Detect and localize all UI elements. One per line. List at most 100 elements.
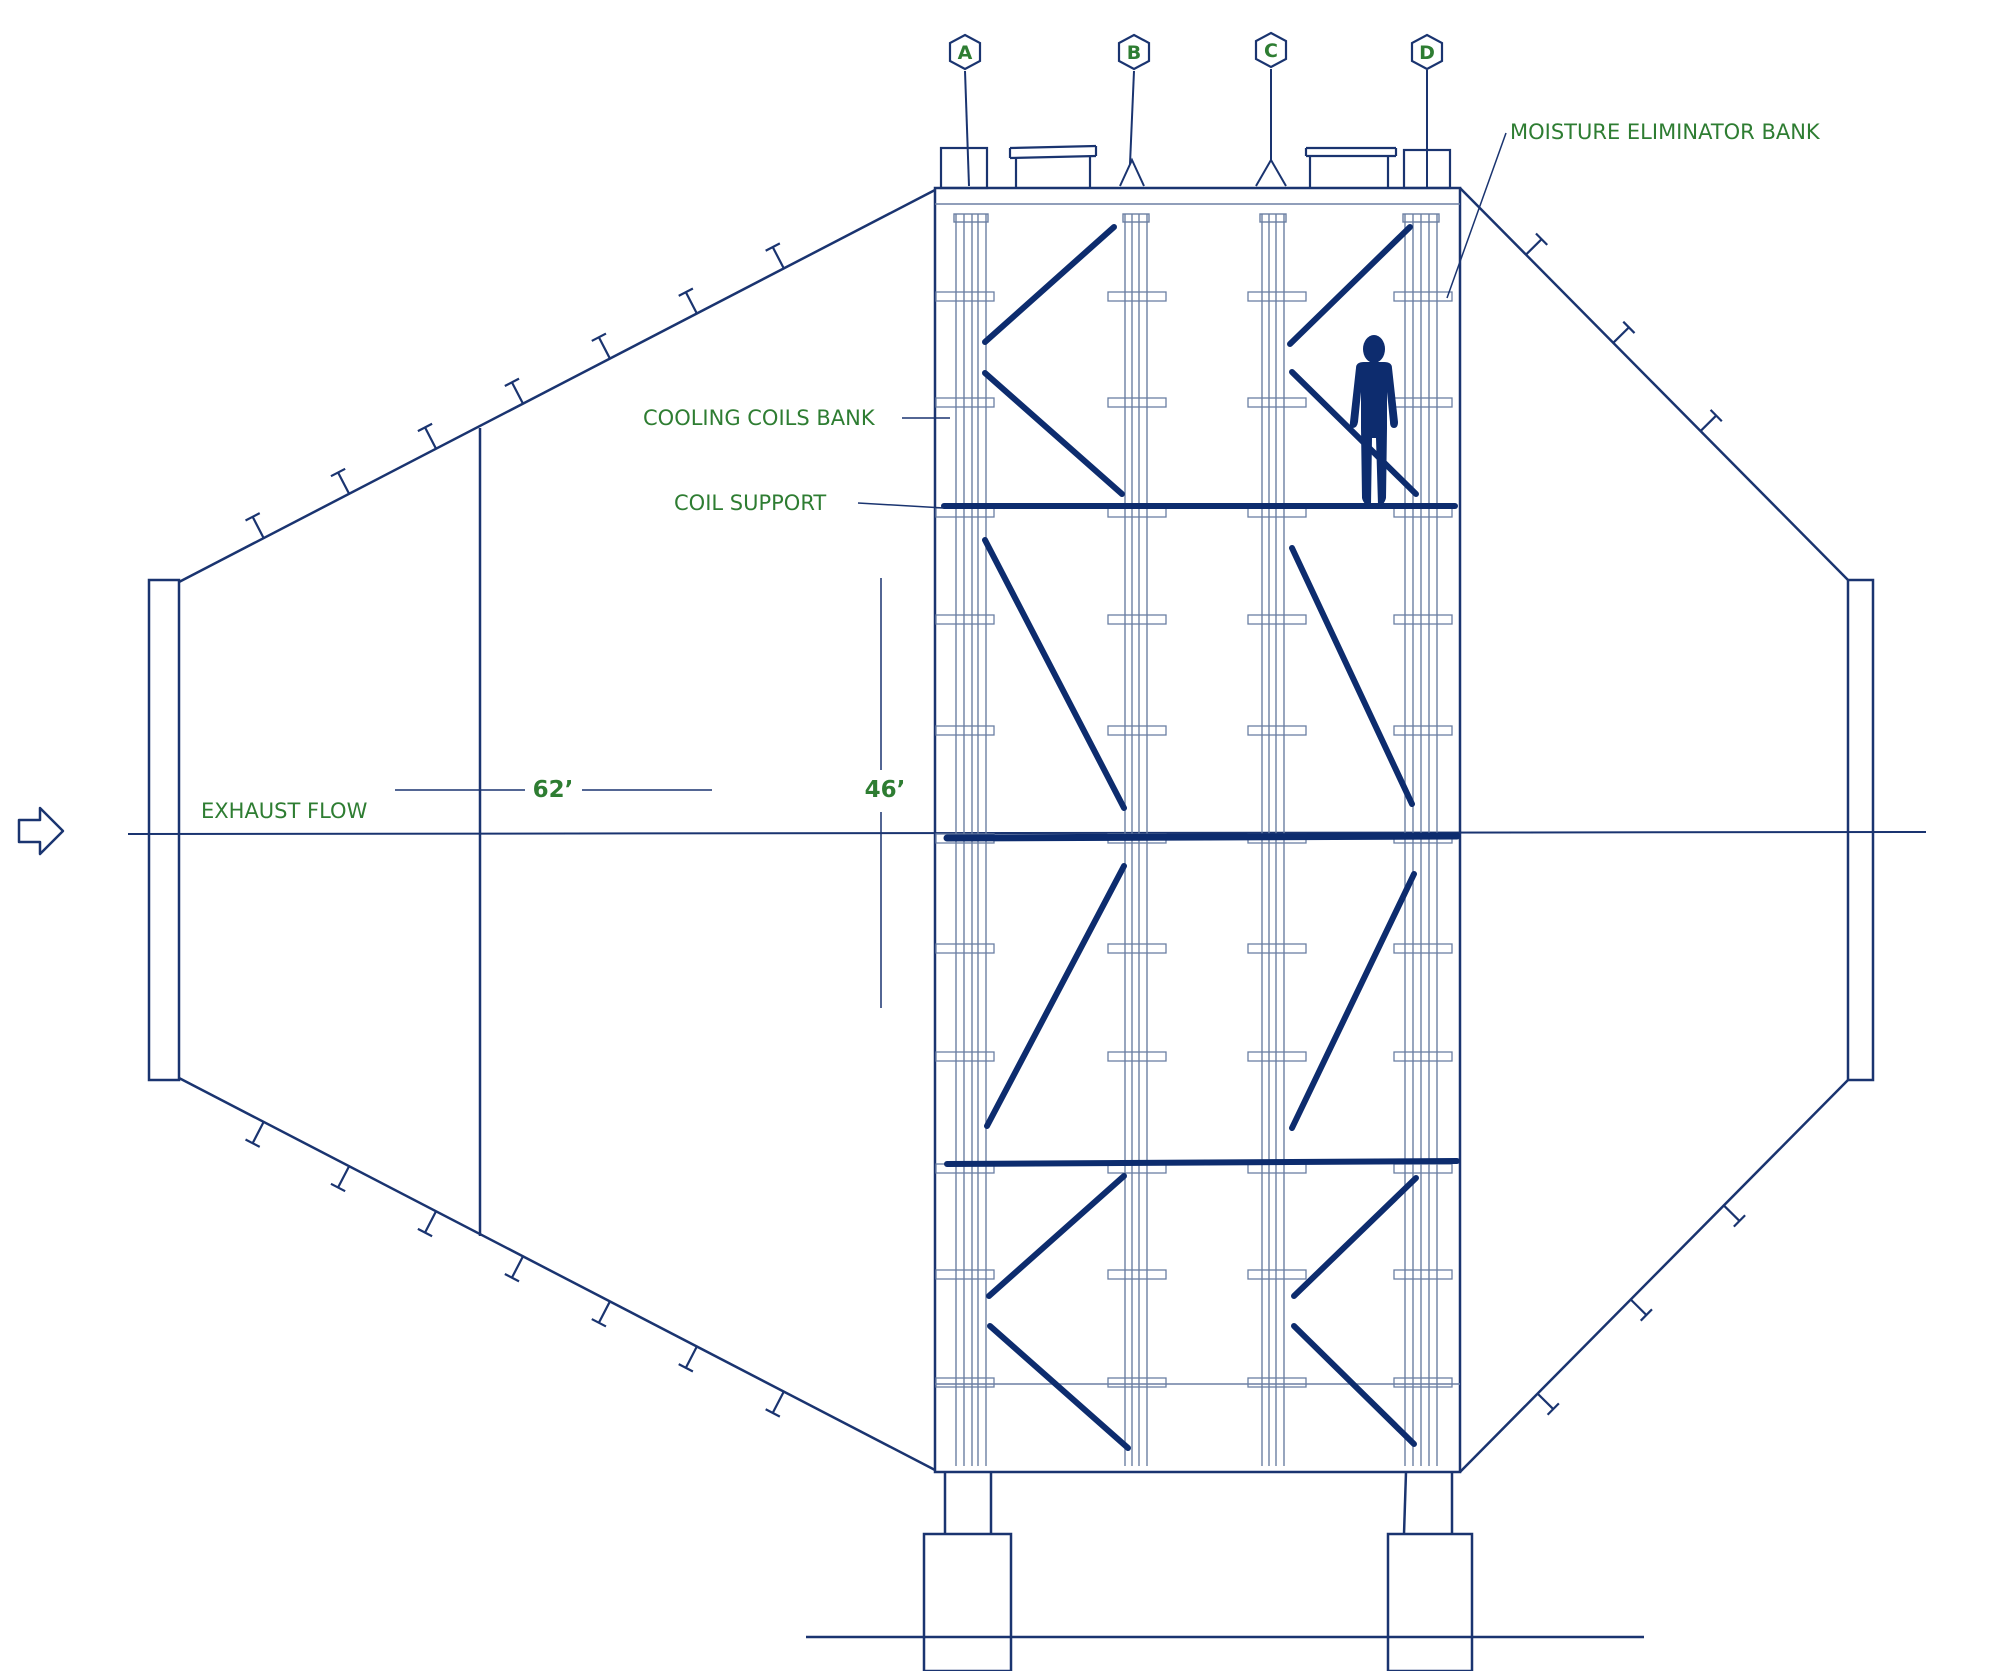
leader-coil-support bbox=[857, 502, 945, 509]
stiffener-cap bbox=[245, 512, 261, 522]
stiffener bbox=[684, 1346, 698, 1369]
coil-housing bbox=[933, 186, 1462, 1474]
stiffener bbox=[1536, 1392, 1555, 1410]
coil-column-cap bbox=[953, 213, 989, 223]
coil-diagonal bbox=[1289, 545, 1415, 807]
grid-marker-a: A bbox=[948, 33, 982, 71]
coil-clip bbox=[935, 614, 995, 625]
stiffener-cap bbox=[678, 1363, 694, 1373]
coil-clip bbox=[935, 1269, 995, 1280]
coil-diagonal bbox=[1291, 1323, 1417, 1447]
label-moisture-eliminator-bank: MOISTURE ELIMINATOR BANK bbox=[1510, 120, 1821, 144]
leader-moisture-eliminator bbox=[1446, 132, 1507, 299]
coil-clip bbox=[1107, 1269, 1167, 1280]
svg-text:A: A bbox=[958, 42, 973, 64]
coil-clip bbox=[935, 943, 995, 954]
coil-support-beam bbox=[943, 832, 1461, 842]
top-nozzle-left bbox=[1008, 144, 1098, 188]
stiffener bbox=[510, 381, 524, 405]
coil-clip bbox=[935, 397, 995, 408]
label-exhaust-flow: EXHAUST FLOW bbox=[201, 799, 368, 823]
svg-text:B: B bbox=[1127, 42, 1141, 64]
coil-support-beams bbox=[941, 503, 1461, 1167]
stiffener-cap bbox=[1546, 1402, 1560, 1416]
stiffener bbox=[1525, 238, 1543, 256]
coil-clip bbox=[935, 725, 995, 736]
coil-clip bbox=[935, 291, 995, 302]
grid-markers: A B C D bbox=[948, 31, 1444, 71]
coil-column-cap bbox=[1122, 213, 1150, 223]
leader-lines bbox=[857, 132, 1507, 509]
support-legs bbox=[922, 1471, 1474, 1673]
stiffener-cap bbox=[591, 332, 607, 342]
stiffener bbox=[1612, 326, 1630, 344]
grid-marker-c: C bbox=[1254, 31, 1288, 69]
grid-marker-b: B bbox=[1117, 33, 1151, 71]
coil-clip bbox=[1107, 397, 1167, 408]
coil-clip bbox=[1393, 507, 1453, 518]
coil-column-cap bbox=[1259, 213, 1287, 223]
coil-diagonal bbox=[982, 537, 1127, 811]
coil-clip bbox=[1393, 397, 1453, 408]
stiffener bbox=[1629, 1298, 1648, 1316]
stiffener-cap bbox=[504, 377, 520, 387]
coil-clip bbox=[1247, 397, 1307, 408]
stiffener bbox=[771, 246, 785, 269]
stiffener bbox=[1723, 1204, 1741, 1222]
stiffener-cap bbox=[504, 1273, 520, 1283]
top-nozzle-right bbox=[1304, 146, 1398, 188]
label-cooling-coils-bank: COOLING COILS BANK bbox=[643, 406, 876, 430]
coil-clip bbox=[1393, 943, 1453, 954]
coil-clip bbox=[935, 1377, 995, 1388]
stiffener-cap bbox=[417, 1227, 433, 1238]
person-icon bbox=[1349, 335, 1398, 506]
grid-marker-lines bbox=[964, 69, 1428, 188]
coil-clip bbox=[1393, 725, 1453, 736]
coil-clip bbox=[1107, 507, 1167, 518]
stiffener-cap bbox=[417, 422, 433, 433]
svg-text:D: D bbox=[1419, 42, 1435, 64]
coil-clip bbox=[1247, 291, 1307, 302]
stiffener-cap bbox=[591, 1318, 607, 1328]
stiffener-cap bbox=[1709, 409, 1723, 423]
coil-support-beam bbox=[944, 1158, 1460, 1167]
right-arrow-icon bbox=[17, 806, 65, 856]
outlet-transition-duct bbox=[1459, 187, 1875, 1473]
support-leg-left bbox=[922, 1472, 1013, 1673]
coil-clip bbox=[1393, 291, 1453, 302]
center-line bbox=[127, 831, 1927, 835]
stiffener bbox=[597, 1300, 611, 1324]
coil-clip bbox=[1393, 1377, 1453, 1388]
coil-diagonal bbox=[987, 1323, 1131, 1451]
coil-diagonal bbox=[986, 1173, 1127, 1299]
label-coil-support: COIL SUPPORT bbox=[674, 491, 826, 515]
coil-diagonal bbox=[982, 370, 1125, 497]
coil-clip bbox=[1247, 725, 1307, 736]
coil-diagonal bbox=[1291, 1175, 1419, 1299]
stiffener bbox=[251, 1121, 265, 1144]
coil-clip bbox=[1393, 614, 1453, 625]
coil-diagonals bbox=[982, 224, 1419, 1451]
coil-clip bbox=[1247, 614, 1307, 625]
coil-clip bbox=[1247, 1163, 1307, 1174]
coil-diagonal bbox=[1289, 871, 1417, 1131]
coil-clip bbox=[1393, 1051, 1453, 1062]
dimension-height: 46’ bbox=[865, 777, 906, 803]
coil-clip bbox=[1393, 1269, 1453, 1280]
support-leg-right bbox=[1386, 1471, 1474, 1673]
outlet-flange bbox=[1846, 578, 1875, 1082]
stiffener bbox=[771, 1391, 785, 1414]
grid-marker-d: D bbox=[1410, 33, 1444, 71]
coil-clip bbox=[935, 1051, 995, 1062]
coil-diagonal bbox=[1289, 369, 1419, 497]
stiffener-cap bbox=[330, 467, 346, 478]
stiffener-cap bbox=[1622, 320, 1636, 334]
coil-clip bbox=[1247, 1377, 1307, 1388]
stiffener bbox=[597, 336, 611, 360]
coil-column-cap bbox=[1402, 213, 1440, 223]
stiffener-cap bbox=[1639, 1308, 1653, 1322]
coil-clip bbox=[1247, 507, 1307, 518]
inlet-stiffeners bbox=[245, 242, 785, 1418]
